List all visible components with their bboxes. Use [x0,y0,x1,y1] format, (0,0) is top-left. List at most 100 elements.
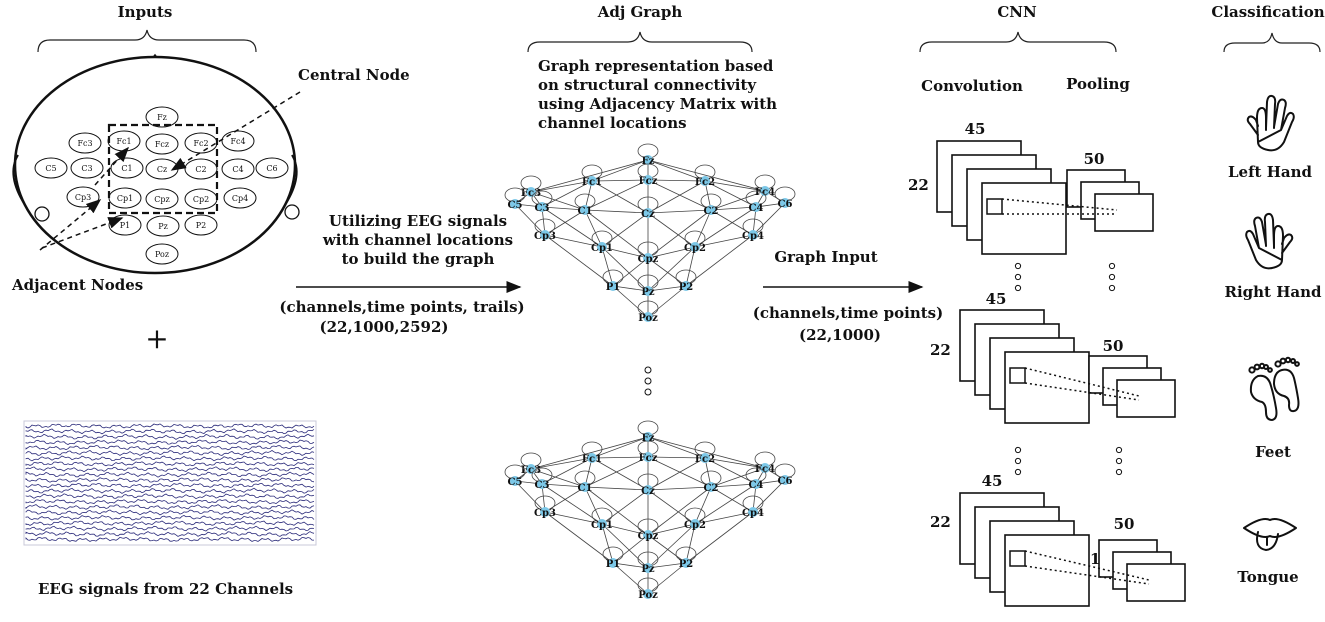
graph-edge [530,159,649,193]
graph-edge [530,180,593,193]
ellipsis-dot [1108,284,1116,292]
eeg-trace [25,433,315,440]
graph-node-label: Cp3 [534,508,556,519]
graph-edge [710,190,766,211]
graph-edge [647,179,706,182]
graph-node-label: Fc4 [755,187,775,198]
graph-edge [752,202,786,236]
node-dot [643,312,653,322]
graph-edge [685,246,696,287]
graph-node-label: P2 [679,282,694,293]
node-dot [537,479,547,489]
class-left-hand: Left Hand [1228,163,1312,181]
graph-edge [647,246,696,259]
eeg-trace [25,455,315,462]
graph-node-c4: C4 [745,467,767,491]
graph-node-c5: C5 [504,464,526,488]
ellipsis-dot [1014,273,1022,281]
head-electrode-c3: C3 [70,157,104,179]
graph-node-label: Cpz [638,531,659,542]
ellipsis-dot [1108,273,1116,281]
cnn-ellipsis [1014,262,1123,476]
head-electrode-label: C3 [81,164,92,173]
conv-width-label: 45 [985,290,1007,308]
head-electrode-fz: Fz [145,106,179,128]
graph-edge [544,511,614,564]
graph-node-c2: C2 [700,470,722,494]
graph-node-fc1: Fc1 [581,164,603,188]
graph-edge [647,523,696,569]
eeg-trace [25,487,315,494]
graph-description: Graph representation based on structural… [538,57,778,132]
graph-edge [584,209,603,248]
node-dot [643,432,653,442]
kernel-projection [1024,565,1150,585]
graph-ellipsis [644,366,652,396]
head-electrode-label: C6 [266,164,277,173]
graph-node-label: Cz [641,486,655,497]
graph-node-label: Cp2 [684,520,706,531]
head-electrode-label: Poz [155,250,169,259]
ellipsis-dot [644,388,652,396]
graph-edge [601,246,649,259]
head-electrode-label: Fcz [155,140,169,149]
eeg-trace [25,525,315,532]
feet-icon [1248,356,1300,422]
graph-edge [647,489,696,525]
node-dot [643,452,653,462]
graph-node-p2: P2 [675,546,697,570]
node-dot [690,519,700,529]
node-dot [587,176,597,186]
graph-node-label: C5 [508,477,523,488]
head-electrode-label: Fz [157,113,167,122]
adj-graph-brace [527,31,753,53]
adj-graph-title: Adj Graph [597,3,683,21]
eeg-trace [25,423,315,429]
graph-node-label: C5 [508,200,523,211]
head-electrode-p2: P2 [184,214,218,236]
node-dot [580,205,590,215]
graph-node-cp2: Cp2 [684,507,706,531]
graph-node-label: C3 [535,203,550,214]
head-electrode-label: Fc2 [193,139,208,148]
graph-edge [647,534,687,564]
graph-edge [710,467,766,488]
pool-feature-map [1094,193,1154,232]
graph-node-cpz: Cpz [637,241,659,265]
graph-node-c6: C6 [774,463,796,487]
build-graph-line-3: to build the graph [341,250,495,268]
conv-width-label: 45 [964,120,986,138]
graph-node-p1: P1 [602,269,624,293]
graph-edge [704,180,757,208]
right-hand-icon [1245,212,1294,270]
plus-sign: + [145,322,169,355]
graph-edge [601,212,649,248]
graph-edge [530,457,593,470]
kernel-projection [1024,382,1140,401]
graph-edge [647,246,696,292]
graph-node-label: Fcz [639,453,658,464]
node-dot [706,205,716,215]
graph-edge [541,206,603,248]
node-dot [540,507,550,517]
head-electrode-label: Cp2 [193,195,209,204]
graph-node-c3: C3 [531,190,553,214]
graph-edge [601,246,614,287]
eeg-trace [25,428,315,435]
graph-edge [647,159,766,192]
ellipsis-dot [644,377,652,385]
conv-width-label: 45 [981,472,1003,490]
head-electrode-cp2: Cp2 [184,188,218,210]
graph-edge [591,456,649,459]
graph-edge [612,285,649,292]
conv-feature-map [1004,534,1090,607]
node-dot [580,482,590,492]
ellipsis-dot [1115,457,1123,465]
graph-edge [544,234,603,248]
graph-node-c5: C5 [504,187,526,211]
node-dot [643,175,653,185]
class-feet: Feet [1255,443,1291,461]
cnn-brace [919,31,1117,53]
graph-node-c3: C3 [531,467,553,491]
